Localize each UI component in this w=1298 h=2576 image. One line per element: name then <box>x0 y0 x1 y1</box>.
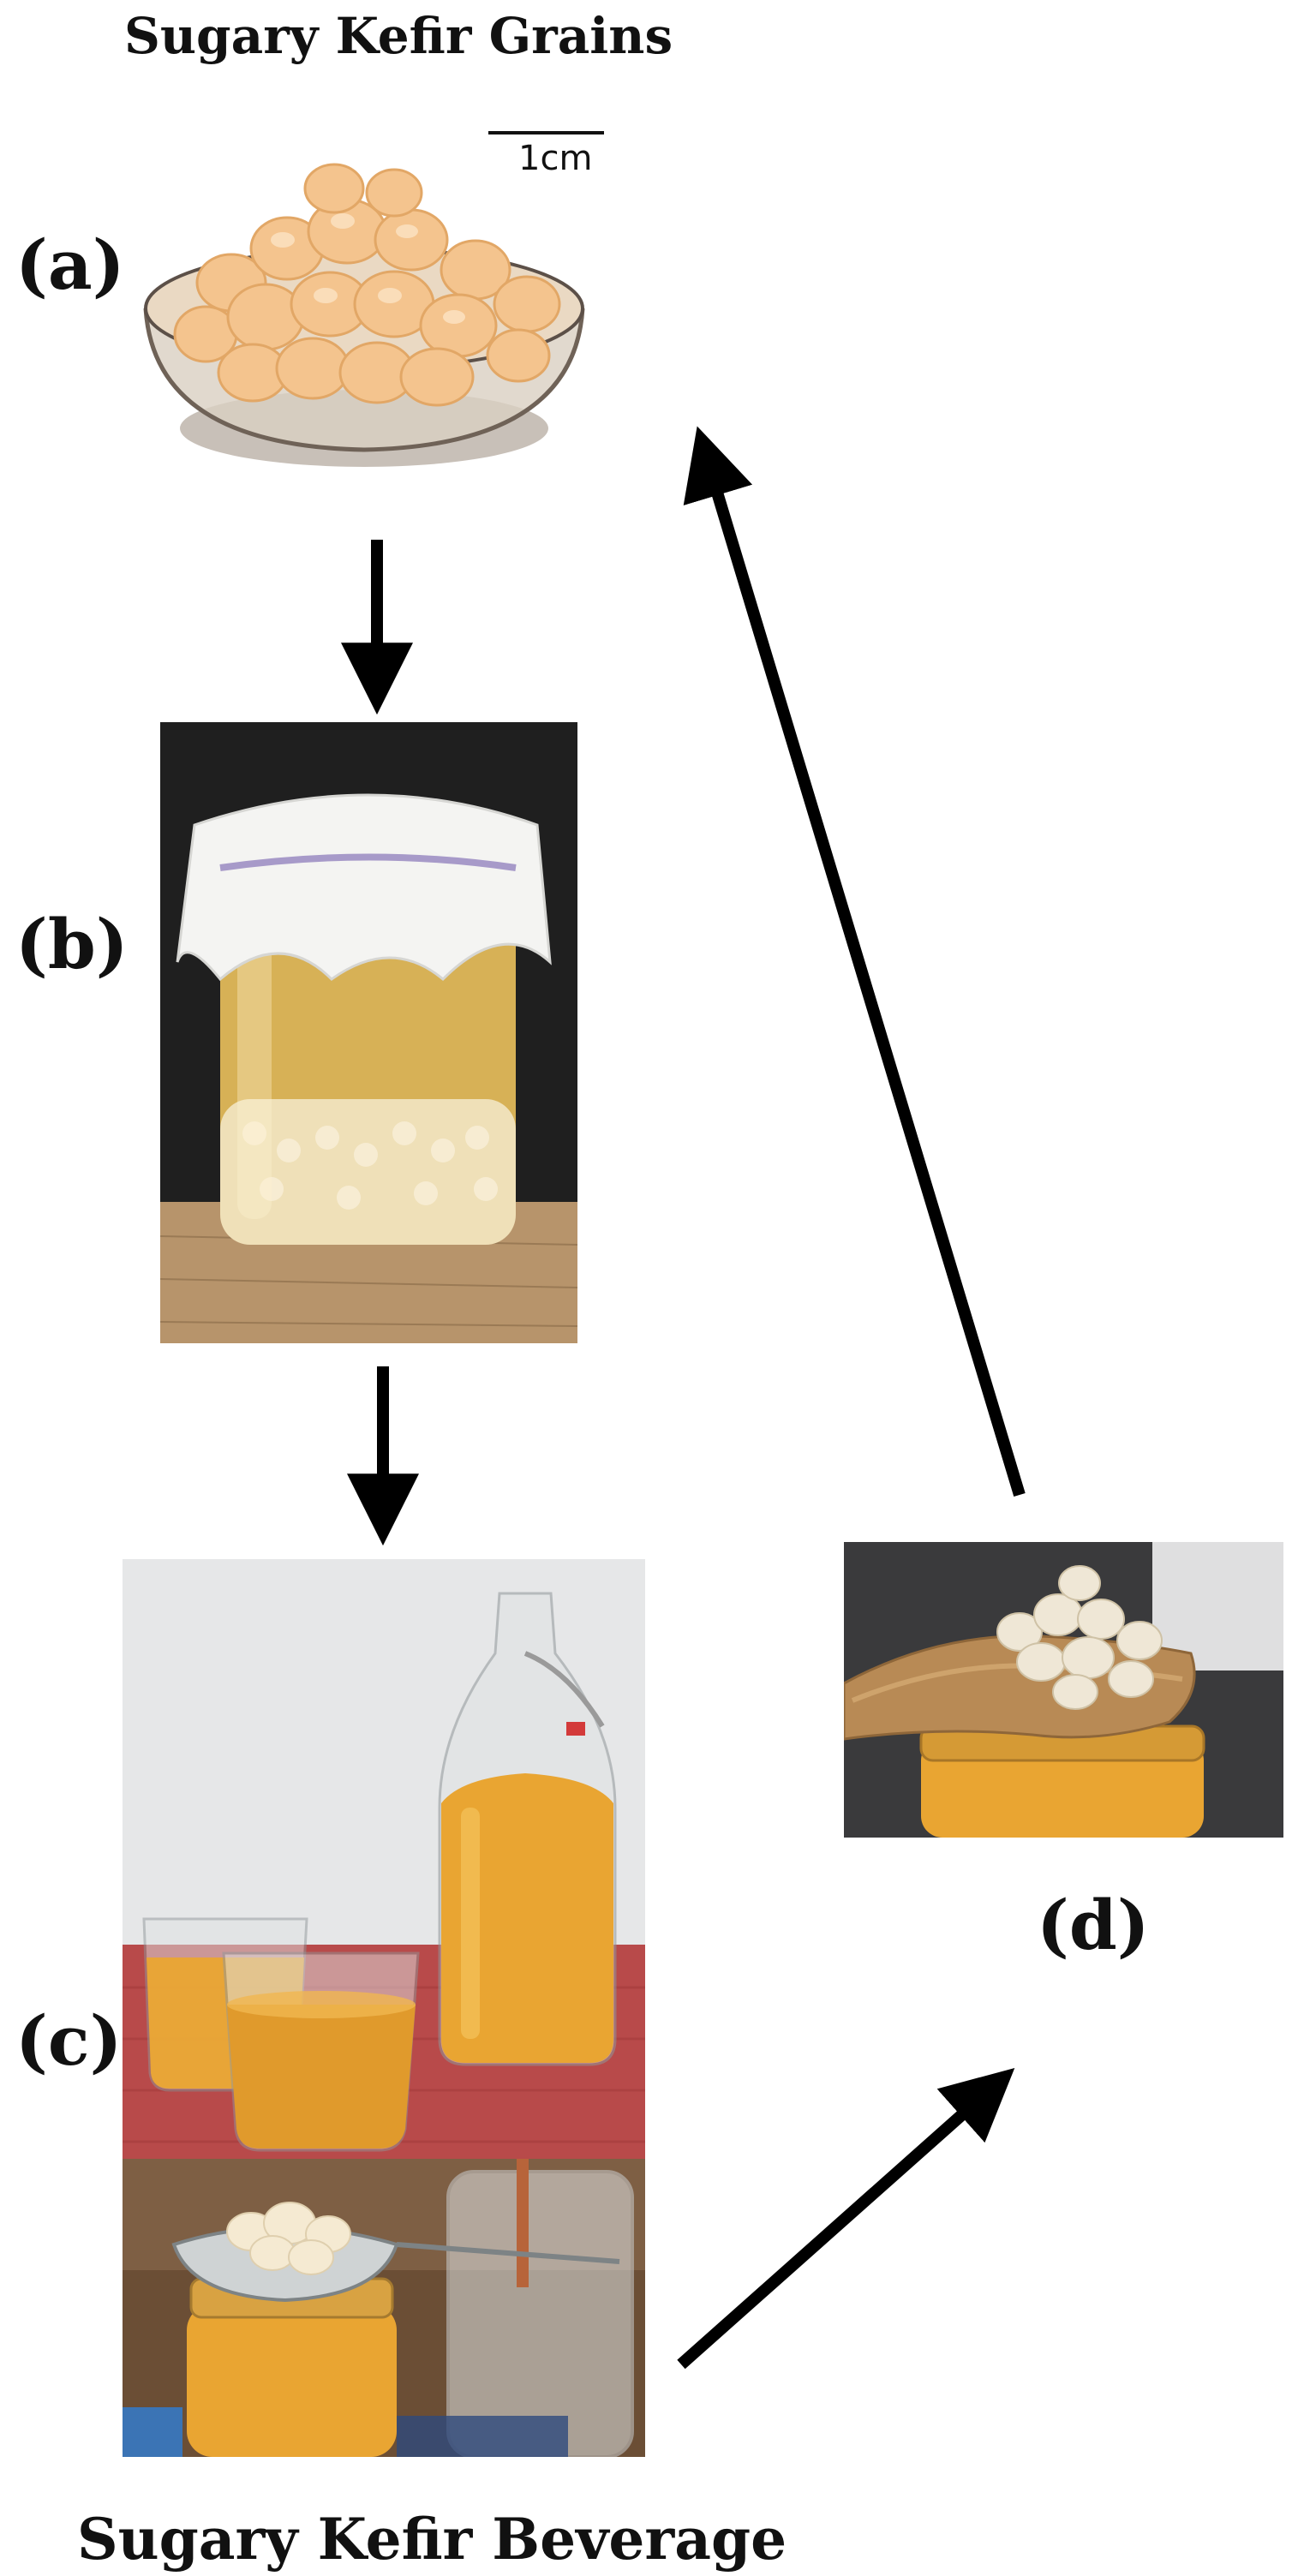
panel-label-d: (d) <box>1037 1885 1150 1965</box>
top-title: Sugary Kefir Grains <box>124 7 673 65</box>
photo-beverage-glasses-bottle <box>123 1559 645 2159</box>
photo-straining-grains <box>123 2159 645 2457</box>
photo-fermenting-jar <box>160 722 577 1343</box>
bottom-title: Sugary Kefir Beverage <box>77 2506 787 2573</box>
panel-label-a: (a) <box>15 224 125 305</box>
arrow-d-to-a <box>683 426 1026 1497</box>
photo-kefir-grains-bowl: 1cm <box>137 111 604 471</box>
panel-label-c: (c) <box>15 2000 123 2081</box>
photo-grains-on-spoon <box>844 1542 1283 1838</box>
scale-bar-label: 1cm <box>518 139 592 178</box>
arrow-c-to-d <box>677 2067 1015 2370</box>
panel-label-b: (b) <box>15 904 129 984</box>
